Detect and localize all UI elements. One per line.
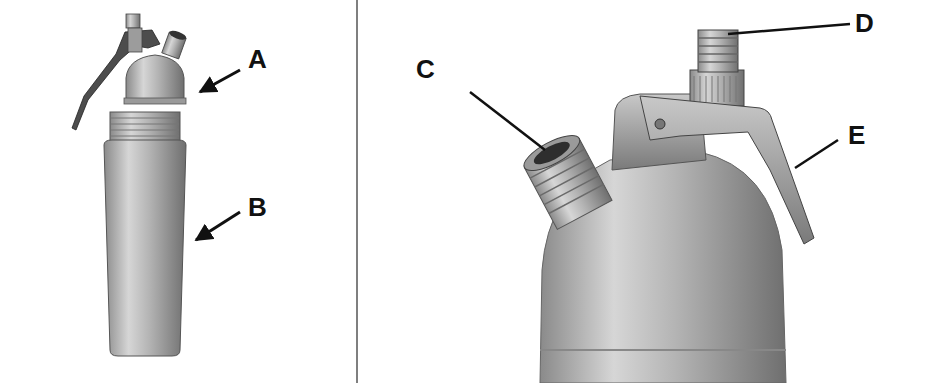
callout-letter: D [855,8,874,38]
leader-line [728,24,850,34]
valve-nut [690,70,744,106]
callout-letter: A [248,44,267,74]
bottle-thread [111,118,179,136]
head-stem [128,28,142,52]
leader-line [795,140,838,168]
valve-stem [698,30,738,72]
dispenser-head-large [519,30,814,383]
dispenser-bottle [104,112,186,356]
trigger-lever [640,96,814,244]
bottle-neck [110,112,180,142]
nozzle-rim [519,129,584,178]
lever-pivot [655,119,665,129]
bottle-body [104,140,186,356]
callout-letter: B [248,192,267,222]
nut-knurl [694,76,736,102]
callout-letter: E [848,120,865,150]
head-dome [126,55,184,100]
head-valve-opening [168,29,187,42]
callout-letter: C [416,54,435,84]
leader-line [470,92,545,150]
head-rim [124,98,186,104]
leader-arrow [196,212,240,240]
nozzle-opening [531,137,573,168]
leader-arrow [200,70,240,92]
head-nozzle [126,14,140,28]
panel-divider [356,0,358,383]
stem-thread [698,38,738,62]
head-seam [540,349,786,351]
